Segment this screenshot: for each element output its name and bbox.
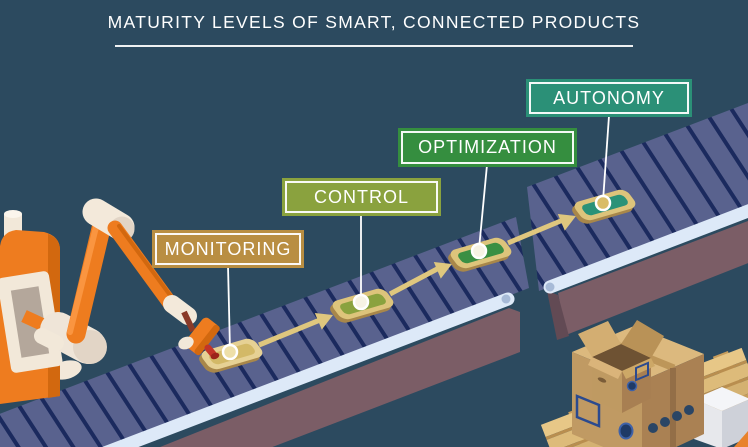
stage-label-control: CONTROL: [282, 178, 441, 216]
box-logo-circle: [618, 422, 634, 440]
flow-line-2: [388, 265, 441, 297]
connector-autonomy: [602, 115, 610, 202]
flow-arrows: [258, 214, 576, 348]
stage-label-text: OPTIMIZATION: [418, 137, 557, 157]
stage-label-autonomy: AUTONOMY: [526, 79, 692, 117]
stage-label-text: AUTONOMY: [553, 87, 665, 108]
box-label-square: [635, 361, 649, 382]
upper-arm: [66, 210, 113, 344]
conveyor-belt-right: [527, 103, 748, 340]
flow-arrowhead-2: [433, 262, 452, 279]
tool-tip: [204, 344, 217, 358]
box-label-square: [575, 394, 601, 428]
page-title: MATURITY LEVELS OF SMART, CONNECTED PROD…: [107, 12, 641, 32]
box-logo-circle: [626, 380, 638, 392]
corner-object: [734, 431, 748, 447]
label-connectors: [227, 115, 610, 351]
flow-arrowhead-3: [557, 214, 576, 231]
connector-monitoring: [227, 265, 231, 351]
belt-roller: [545, 282, 555, 292]
plate-sensor-dots: [221, 194, 612, 361]
box-air-holes: [648, 405, 694, 433]
tool-link: [181, 310, 196, 333]
open-box-flap: [621, 320, 664, 358]
title-underline: [115, 45, 633, 47]
conveyor-belt-left: [0, 217, 529, 447]
flow-arrowhead-1: [314, 313, 333, 330]
open-box-flap: [578, 321, 621, 357]
box-handle-slot: [597, 377, 607, 383]
stage-label-monitoring: MONITORING: [152, 230, 304, 268]
connector-optimization: [478, 164, 488, 250]
stage-label-optimization: OPTIMIZATION: [398, 128, 577, 167]
flow-line-1: [258, 317, 321, 348]
forearm: [107, 220, 180, 314]
robot-arm: [0, 198, 220, 404]
stage-label-text: CONTROL: [313, 186, 409, 207]
open-box-interior: [592, 344, 651, 371]
gripper: [185, 317, 220, 356]
flow-line-3: [507, 217, 564, 246]
belt-roller: [501, 294, 511, 304]
stage-label-text: MONITORING: [164, 238, 292, 259]
cardboard-box-open: [578, 320, 664, 413]
